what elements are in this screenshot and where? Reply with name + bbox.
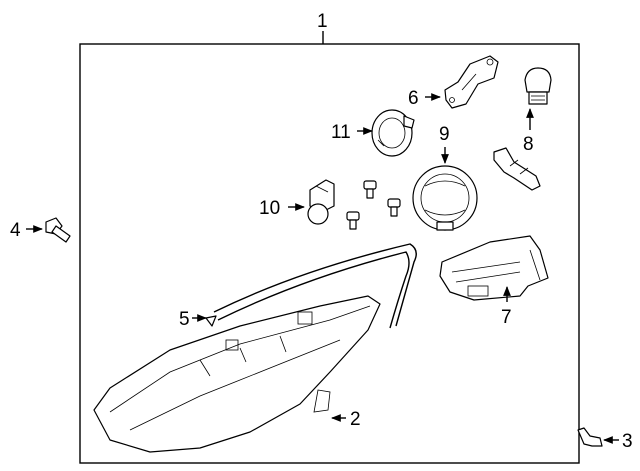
callout-11-label: 11 xyxy=(331,122,351,143)
callout-6[interactable]: 6 xyxy=(408,88,441,109)
callout-6-label: 6 xyxy=(408,88,419,109)
part-9-cap xyxy=(412,165,478,231)
callout-7[interactable]: 7 xyxy=(501,286,512,328)
assembly-frame xyxy=(79,43,580,464)
part-screw-c xyxy=(346,211,360,230)
part-4-bolt xyxy=(45,217,71,243)
part-11-socket-ring xyxy=(371,109,415,157)
callout-5[interactable]: 5 xyxy=(179,309,207,330)
part-7-module xyxy=(439,235,549,301)
callout-2-label: 2 xyxy=(350,409,361,430)
callout-7-label: 7 xyxy=(501,307,512,328)
callout-8-label: 8 xyxy=(523,134,534,155)
part-8-bulb xyxy=(524,67,552,105)
callout-9[interactable]: 9 xyxy=(439,124,450,164)
callout-10[interactable]: 10 xyxy=(259,198,305,219)
part-3-clip xyxy=(577,427,603,447)
part-5-seal xyxy=(205,243,417,329)
callout-4[interactable]: 4 xyxy=(10,220,43,241)
part-headlamp-housing xyxy=(93,295,381,453)
callout-5-label: 5 xyxy=(179,309,190,330)
callout-3-label: 3 xyxy=(622,431,633,452)
part-socket-plug xyxy=(493,147,541,191)
callout-1[interactable]: 1 xyxy=(317,11,328,44)
callout-11[interactable]: 11 xyxy=(331,122,373,143)
part-screw-b xyxy=(387,198,401,217)
part-screw-a xyxy=(363,180,377,199)
callout-8[interactable]: 8 xyxy=(523,108,534,155)
callout-1-label: 1 xyxy=(317,11,328,32)
callout-9-label: 9 xyxy=(439,124,450,145)
callout-10-label: 10 xyxy=(259,198,280,219)
callout-4-label: 4 xyxy=(10,220,21,241)
callout-2[interactable]: 2 xyxy=(331,409,361,430)
part-10-actuator xyxy=(307,179,335,225)
part-6-bracket xyxy=(444,55,499,109)
callout-3[interactable]: 3 xyxy=(603,431,633,452)
